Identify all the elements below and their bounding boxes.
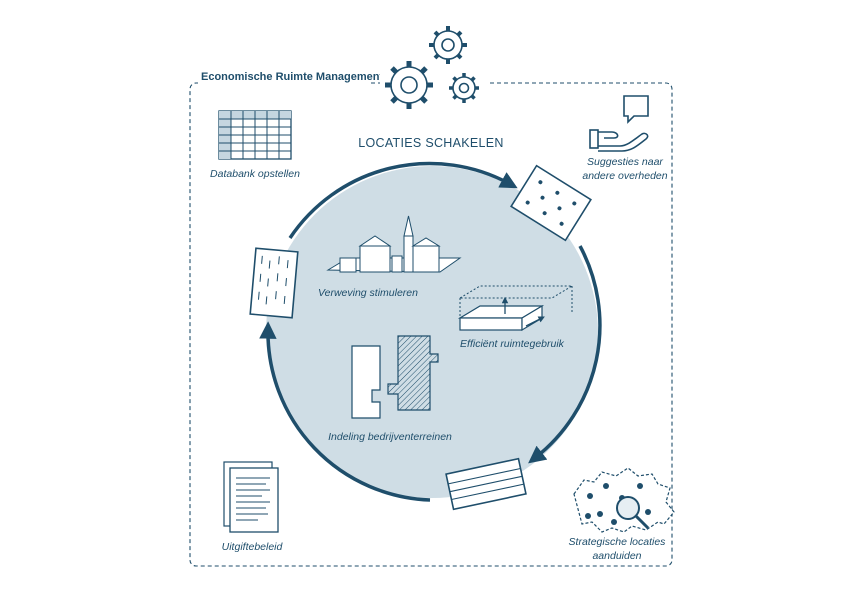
label-suggesties-2: andere overheden <box>582 170 667 182</box>
document-icon <box>223 461 279 533</box>
hand-speech-icon <box>589 95 649 152</box>
frame-title: Economische Ruimte Management <box>201 71 383 83</box>
label-verweving: Verweving stimuleren <box>318 287 418 299</box>
map-search-icon <box>573 467 675 533</box>
label-efficient: Efficiënt ruimtegebruik <box>460 338 565 350</box>
floorplan-icon <box>351 335 439 419</box>
striped-sheet-icon <box>249 247 299 319</box>
town-icon <box>326 215 462 273</box>
cycle-title: LOCATIES SCHAKELEN <box>358 136 504 150</box>
dotted-sheet-icon <box>510 164 592 242</box>
label-strategische-1: Strategische locaties <box>569 536 667 548</box>
box-arrows-icon <box>457 285 574 332</box>
table-icon <box>218 110 292 160</box>
label-suggesties-1: Suggesties naar <box>587 156 663 168</box>
frame-title-gap <box>198 74 370 90</box>
cycle-circle <box>266 166 598 498</box>
gears-icon <box>380 26 490 112</box>
label-strategische-2: aanduiden <box>592 550 641 562</box>
label-uitgifte: Uitgiftebeleid <box>222 541 284 553</box>
cycle-ring <box>259 161 602 502</box>
label-indeling: Indeling bedrijventerreinen <box>328 431 452 443</box>
lined-sheet-icon <box>445 457 527 511</box>
label-databank: Databank opstellen <box>210 168 300 180</box>
